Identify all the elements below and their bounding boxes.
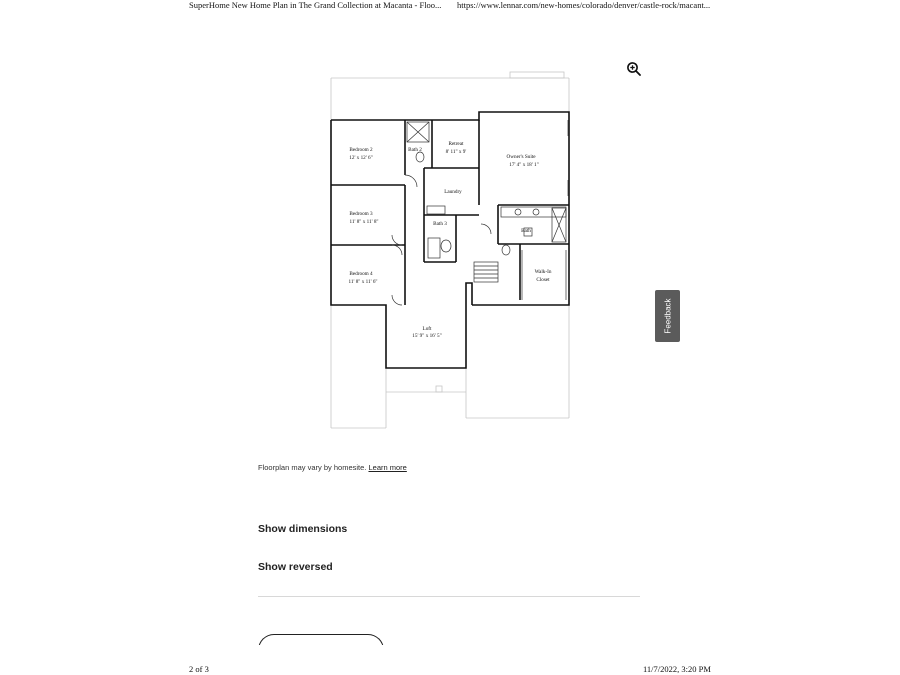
- bedroom-4-label: Bedroom 4: [349, 271, 373, 277]
- bedroom-2-dims: 12' x 12' 6": [349, 155, 372, 161]
- floorplan-fixtures: [391, 120, 569, 306]
- bath-label: Bath: [521, 228, 531, 234]
- show-dimensions-toggle[interactable]: Show dimensions: [258, 523, 348, 535]
- loft-label: Loft: [423, 325, 432, 332]
- retreat-label: Retreat: [449, 141, 465, 147]
- bedroom-3-label: Bedroom 3: [349, 211, 373, 217]
- bedroom-2-label: Bedroom 2: [349, 147, 373, 153]
- bath-2-label: Bath 2: [408, 147, 422, 153]
- walkin-closet-label: Walk-In: [535, 269, 552, 275]
- zoom-in-icon: [627, 62, 641, 76]
- feedback-label: Feedback: [663, 298, 672, 334]
- loft-dims: 15' 9" x 16' 5": [412, 333, 441, 339]
- zoom-in-button[interactable]: [626, 61, 642, 77]
- owners-suite-dims: 17' 4" x 18' 1": [509, 162, 538, 168]
- owners-suite-label: Owner's Suite: [506, 154, 536, 160]
- bedroom-3-dims: 11' 8" x 11' 8": [349, 219, 378, 225]
- print-header: SuperHome New Home Plan in The Grand Col…: [0, 0, 900, 12]
- page-number: 2 of 3: [189, 664, 209, 674]
- bedroom-4-dims: 11' 8" x 11' 6": [348, 279, 377, 285]
- print-page-title: SuperHome New Home Plan in The Grand Col…: [189, 0, 442, 10]
- retreat-dims: 8' 11" x 9': [446, 149, 467, 155]
- page-clip: [0, 645, 900, 675]
- print-footer: 2 of 3 11/7/2022, 3:20 PM: [0, 664, 900, 675]
- print-datetime: 11/7/2022, 3:20 PM: [643, 664, 711, 674]
- walkin-closet-label-2: Closet: [536, 277, 550, 283]
- feedback-tab[interactable]: Feedback: [655, 290, 680, 342]
- section-divider: [258, 596, 640, 597]
- disclaimer-text: Floorplan may vary by homesite.: [258, 463, 367, 472]
- show-reversed-toggle[interactable]: Show reversed: [258, 561, 333, 573]
- floorplan-disclaimer: Floorplan may vary by homesite. Learn mo…: [258, 463, 407, 472]
- floorplan-image: Bedroom 2 12' x 12' 6" Bath 2 Retreat 8'…: [330, 71, 570, 429]
- room-labels: Bedroom 2 12' x 12' 6" Bath 2 Retreat 8'…: [348, 141, 551, 339]
- learn-more-link[interactable]: Learn more: [368, 463, 407, 472]
- print-page-url: https://www.lennar.com/new-homes/colorad…: [457, 0, 711, 10]
- laundry-label: Laundry: [444, 189, 462, 195]
- bath-3-label: Bath 3: [433, 221, 447, 227]
- exterior-outline: [330, 71, 570, 429]
